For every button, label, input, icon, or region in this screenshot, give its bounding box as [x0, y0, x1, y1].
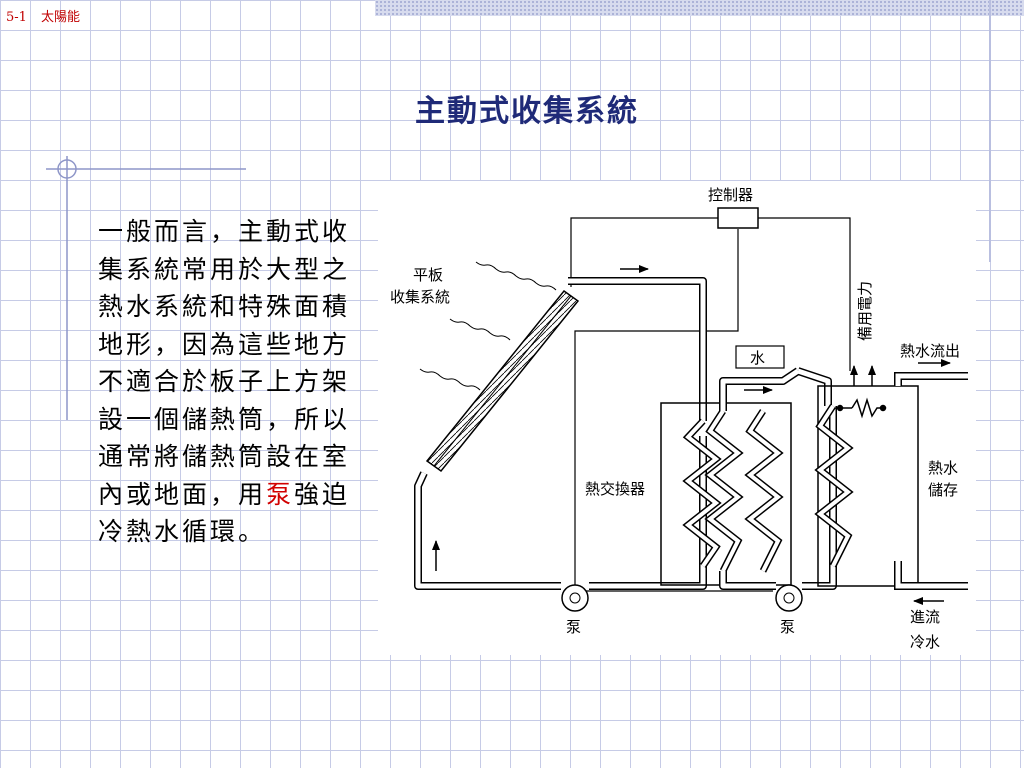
storage-label-2: 儲存	[928, 481, 958, 499]
collector-loop-pipes-inner	[415, 278, 706, 589]
pump-left-label: 泵	[566, 618, 581, 636]
backup-heater	[836, 397, 887, 419]
solar-system-diagram: 控制器 平板 收集系統 水 熱交換器	[378, 181, 976, 655]
controller-label: 控制器	[708, 186, 753, 204]
cold-water-inlet-pipe	[894, 561, 968, 590]
pump-right-label: 泵	[780, 618, 795, 636]
storage-label-1: 熱水	[928, 459, 958, 477]
slide-header: 5-1 太陽能	[6, 6, 94, 25]
controller-box	[717, 207, 759, 229]
body-text: 一般而言，主動式收集系統常用於大型之熱水系統和特殊面積地形，因為這些地方不適合於…	[98, 213, 368, 551]
body-text-pump: 泵	[266, 479, 295, 509]
header-band	[375, 0, 1024, 16]
inflow-label-1: 進流	[910, 608, 940, 626]
control-wires	[570, 217, 851, 592]
pump-right	[775, 584, 803, 612]
inflow-label-2: 冷水	[910, 633, 940, 651]
heat-exchanger-label: 熱交換器	[585, 480, 645, 498]
hot-water-out-label: 熱水流出	[900, 342, 960, 360]
slide-title: 主動式收集系統	[415, 94, 639, 129]
hot-water-storage-tank	[817, 385, 919, 587]
backup-power-label: 備用電力	[856, 281, 874, 341]
right-divider-line	[989, 0, 991, 262]
body-text-main: 一般而言，主動式收集系統常用於大型之熱水系統和特殊面積地形，因為這些地方不適合於…	[98, 217, 351, 509]
decorative-crosshair	[46, 156, 246, 420]
pump-left	[561, 584, 589, 612]
water-label: 水	[750, 349, 765, 367]
body-text-end: 強迫冷熱水循環。	[98, 479, 351, 547]
section-number: 5-1	[6, 10, 27, 25]
section-title: 太陽能	[40, 10, 80, 25]
diagram-svg: 控制器 平板 收集系統 水 熱交換器	[390, 186, 968, 651]
water-label-box	[735, 345, 785, 369]
solar-rays	[419, 261, 557, 391]
collector-label-1: 平板	[413, 266, 443, 284]
collector-label-2: 收集系統	[390, 288, 450, 306]
flat-plate-collector	[425, 289, 580, 473]
